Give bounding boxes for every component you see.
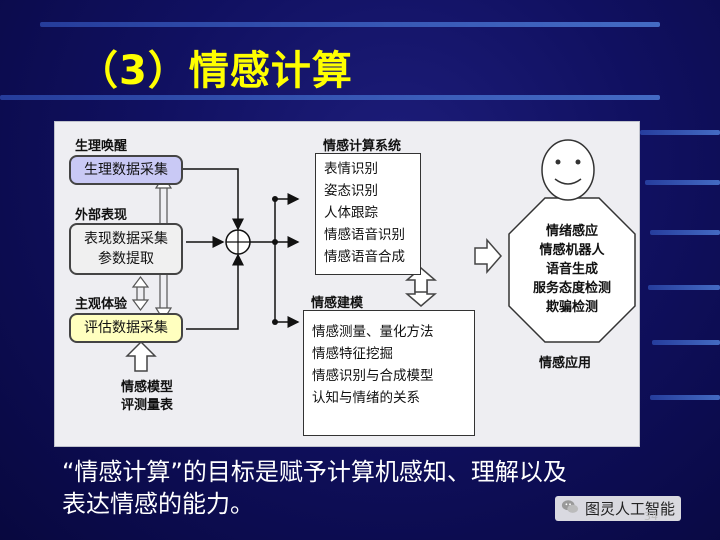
decorative-stripe [40, 22, 660, 27]
decorative-stripe [645, 180, 720, 185]
page-number: 34 [644, 510, 658, 523]
caption-line2: 表达情感的能力。 [62, 490, 254, 518]
application-item: 语音生成 [545, 262, 598, 277]
system-item: 姿态识别 [324, 183, 378, 199]
model-item: 情感特征挖掘 [312, 346, 393, 362]
group-label-external: 外部表现 [75, 208, 128, 223]
wechat-icon [561, 500, 579, 513]
input-label-line2: 评测量表 [121, 398, 174, 413]
box-external-data: 表现数据采集 参数提取 [69, 223, 183, 275]
box-subjective-data: 评估数据采集 [69, 313, 183, 343]
system-item: 人体跟踪 [324, 205, 378, 221]
slide-caption: “情感计算”的目标是赋予计算机感知、理解以及 表达情感的能力。 [62, 456, 702, 520]
decorative-stripe [648, 285, 720, 290]
system-item: 表情识别 [324, 161, 378, 177]
application-item: 服务态度检测 [532, 281, 611, 296]
model-item: 情感识别与合成模型 [312, 368, 434, 384]
slide-title: （3）情感计算 [78, 48, 353, 94]
system-box: 表情识别 姿态识别 人体跟踪 情感语音识别 情感语音合成 [315, 153, 421, 275]
system-title: 情感计算系统 [323, 139, 402, 154]
application-octagon [508, 197, 636, 343]
application-item: 情绪感应 [545, 224, 598, 239]
model-title: 情感建模 [311, 296, 364, 311]
decorative-stripe [652, 340, 720, 345]
application-item: 情感机器人 [539, 243, 605, 258]
watermark: 图灵人工智能 [555, 496, 682, 521]
group-label-subjective: 主观体验 [75, 297, 128, 312]
decorative-stripe [650, 230, 720, 235]
box-external-line1: 表现数据采集 [84, 231, 168, 247]
box-external-line2: 参数提取 [98, 251, 154, 267]
watermark-text: 图灵人工智能 [585, 500, 676, 518]
system-item: 情感语音识别 [324, 227, 405, 243]
decorative-stripe [650, 395, 720, 400]
input-label-line1: 情感模型 [121, 380, 174, 395]
model-item: 情感测量、量化方法 [312, 324, 434, 340]
system-item: 情感语音合成 [324, 249, 405, 265]
model-box: 情感测量、量化方法 情感特征挖掘 情感识别与合成模型 认知与情绪的关系 [303, 310, 475, 436]
application-item: 欺骗检测 [545, 300, 598, 315]
group-label-physiological: 生理唤醒 [75, 139, 128, 154]
decorative-stripe [640, 130, 720, 135]
application-caption: 情感应用 [539, 356, 592, 371]
caption-line1: “情感计算”的目标是赋予计算机感知、理解以及 [62, 458, 567, 486]
smiley-icon [541, 139, 595, 201]
diagram-connectors [125, 139, 636, 372]
application-list: 情绪感应 情感机器人 语音生成 服务态度检测 欺骗检测 [509, 222, 635, 317]
diagram-panel: 生理唤醒 生理数据采集 外部表现 表现数据采集 参数提取 主观体验 评估数据采集… [54, 121, 640, 447]
decorative-stripe [0, 95, 660, 100]
box-physiological-data: 生理数据采集 [69, 155, 183, 185]
model-item: 认知与情绪的关系 [312, 390, 420, 406]
